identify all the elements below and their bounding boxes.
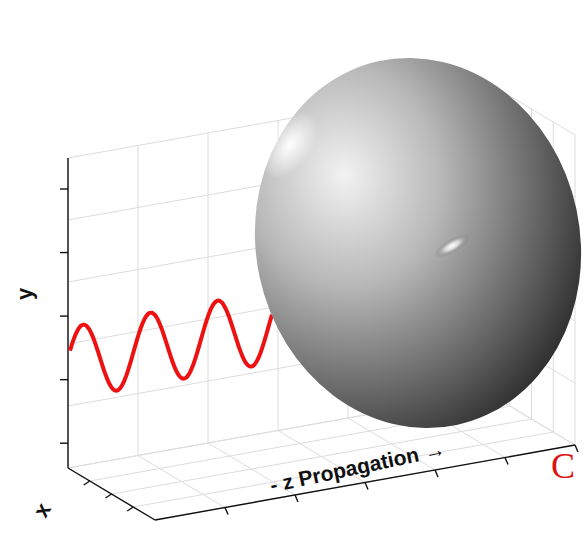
axis-label: - z Propagation →: [268, 438, 447, 496]
grid-line: [138, 146, 139, 456]
axis-line: [225, 508, 228, 515]
axis-line: [60, 252, 68, 253]
axis-line: [127, 507, 133, 511]
axis-line: [60, 188, 68, 189]
grid-line: [68, 468, 155, 520]
axis-line: [84, 481, 90, 485]
axis-line: [67, 158, 68, 468]
axis-line: [60, 379, 68, 380]
wave: [70, 301, 272, 391]
axis-line: [60, 315, 68, 316]
grid-line: [208, 133, 209, 443]
grid-line: [133, 432, 553, 507]
grid-line: [138, 456, 225, 508]
axis-line: [505, 458, 508, 465]
axis-label: y: [14, 288, 36, 300]
axis-line: [68, 468, 155, 520]
torus-shape: [221, 27, 584, 458]
axis-line: [106, 494, 112, 498]
panel-letter: C: [551, 448, 575, 484]
axis-line: [435, 470, 438, 477]
axis-line: [365, 483, 368, 490]
axis-line: [295, 495, 298, 502]
axis-line: [60, 443, 68, 444]
axis-label: x: [30, 499, 55, 521]
axis-line: [575, 445, 578, 452]
grid-line: [68, 158, 69, 468]
